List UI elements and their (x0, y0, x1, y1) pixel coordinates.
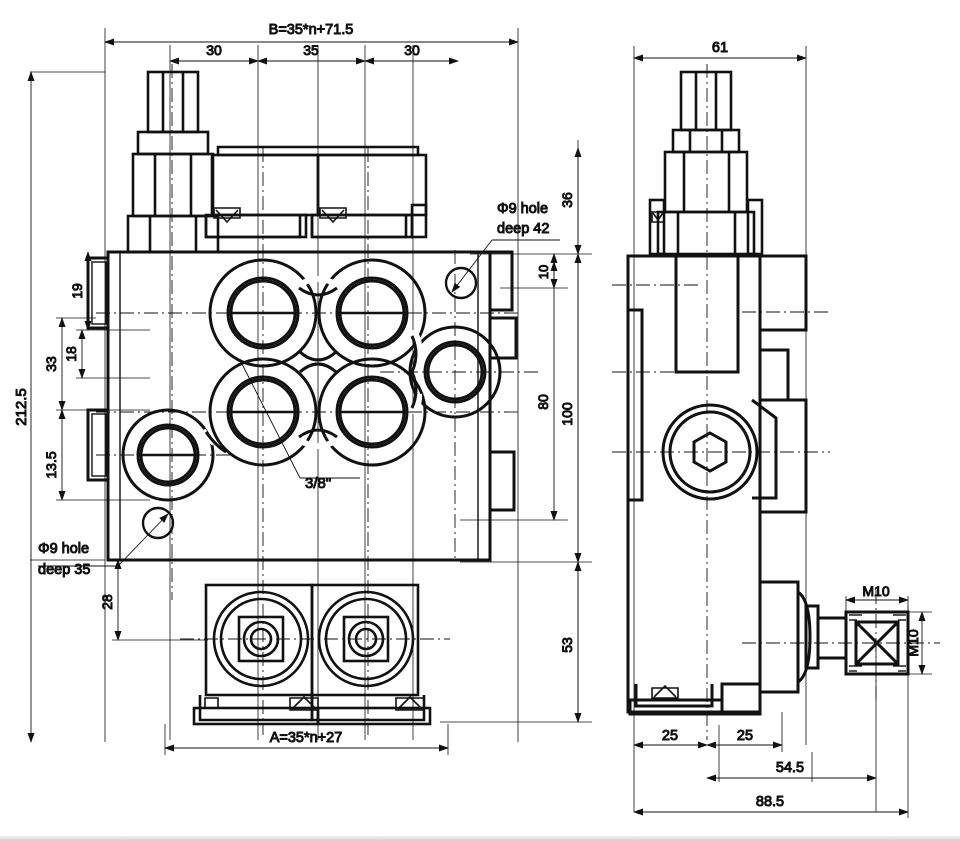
front-phi9-holes (141, 266, 478, 540)
front-left-dimensions: 212.5 19 18 33 13.5 28 (13, 71, 208, 743)
dim-80-label: 80 (535, 394, 551, 410)
side-lever-stack (648, 70, 764, 256)
dim-25b-label: 25 (737, 728, 753, 744)
front-leader-notes: Φ9 hole deep 42 Φ9 hole deep 35 3/8" (38, 201, 560, 579)
front-right-dimensions: 36 10 80 100 53 (440, 147, 592, 723)
dim-88_5-label: 88.5 (756, 794, 784, 810)
phi9-lower-note-line2: deep 35 (38, 562, 90, 578)
dim-100-label: 100 (559, 402, 575, 426)
side-thread-labels: M10 M10 (845, 583, 932, 675)
front-upper-block (204, 145, 428, 239)
phi9-hole-lower (141, 506, 175, 540)
dim-35-label: 35 (303, 42, 319, 58)
sheet-bottom-edge (0, 835, 960, 841)
dim-A-label: A=35*n+27 (270, 730, 343, 746)
side-view-group: 61 (612, 40, 940, 818)
phi9-upper-note-line2: deep 42 (497, 221, 549, 237)
dim-212_5-label: 212.5 (13, 388, 30, 426)
front-centre-lines (96, 64, 540, 735)
phi9-hole-upper (444, 266, 478, 300)
dim-19-label: 19 (69, 283, 85, 299)
phi9-lower-note-line1: Φ9 hole (38, 541, 89, 557)
front-bottom-dimension: A=35*n+27 (164, 724, 449, 755)
front-view-group: B=35*n+71.5 30 35 30 (13, 22, 592, 755)
dim-B-label: B=35*n+71.5 (269, 22, 354, 38)
port-thread-note: 3/8" (305, 475, 331, 492)
dim-18-label: 18 (63, 346, 79, 362)
dim-13_5-label: 13.5 (43, 451, 59, 478)
dim-61-label: 61 (712, 40, 728, 56)
dim-10-label: 10 (536, 265, 551, 279)
dim-54_5-label: 54.5 (776, 760, 804, 776)
side-top-dimension: 61 (633, 40, 807, 62)
front-top-dimensions: B=35*n+71.5 30 35 30 (104, 22, 519, 65)
thread-M10-horizontal-label: M10 (862, 583, 889, 599)
thread-M10-vertical-label: M10 (905, 629, 921, 656)
side-centre-lines (612, 64, 940, 740)
dim-25a-label: 25 (662, 728, 678, 744)
dim-33-label: 33 (43, 356, 59, 372)
dim-30b-label: 30 (404, 42, 420, 58)
dim-36-label: 36 (559, 192, 575, 208)
dim-28-label: 28 (99, 594, 115, 610)
side-bottom-dimensions: 25 25 54.5 88.5 (633, 606, 909, 818)
dim-30a-label: 30 (206, 42, 222, 58)
phi9-upper-note-line1: Φ9 hole (497, 201, 548, 217)
dim-53-label: 53 (559, 637, 575, 653)
front-body-inner-edges (91, 252, 479, 560)
